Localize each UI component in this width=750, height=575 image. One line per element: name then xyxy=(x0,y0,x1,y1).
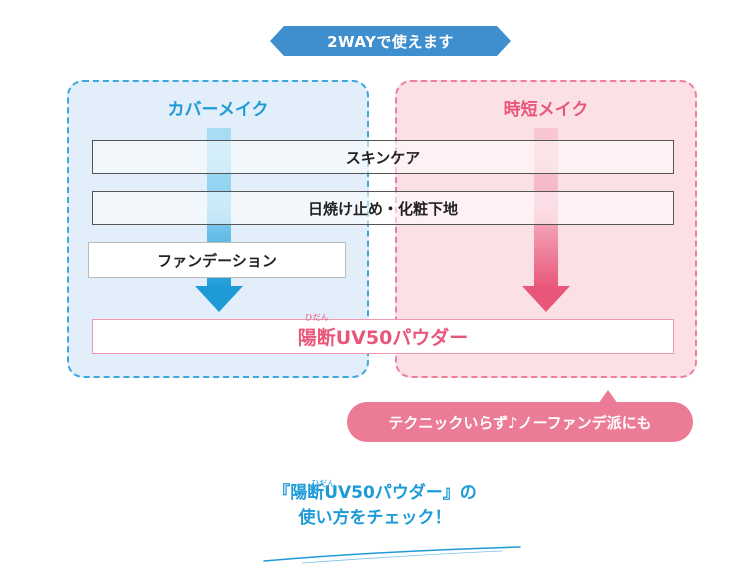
heading-kanji-text: 陽断 xyxy=(290,483,325,503)
banner-shape xyxy=(270,26,511,56)
step-skincare: スキンケア xyxy=(92,140,674,174)
heading-line-2: 使い方をチェック！ xyxy=(298,508,452,528)
how-to-use-heading: 『ひだん陽断UV50パウダー』の 使い方をチェック！ xyxy=(200,479,550,531)
no-foundation-callout: テクニックいらず♪ノーファンデ派にも xyxy=(347,402,693,442)
callout-tip-icon xyxy=(598,390,618,404)
step-foundation: ファンデーション xyxy=(88,242,346,278)
callout-text: テクニックいらず♪ノーファンデ派にも xyxy=(388,413,652,432)
step-foundation-label: ファンデーション xyxy=(157,251,277,270)
heading-kanji: ひだん陽断 xyxy=(290,479,335,506)
powder-ruby: ひだん xyxy=(304,313,329,322)
powder-kanji: ひだん 陽断 xyxy=(297,313,336,350)
heading-line-1: 『ひだん陽断UV50パウダー』の xyxy=(200,479,550,506)
underline-swoosh xyxy=(263,546,521,564)
cover-arrow-down-icon xyxy=(195,286,243,312)
step-sunscreen-base-label: 日焼け止め・化粧下地 xyxy=(307,199,458,218)
banner-text: 2WAYで使えます xyxy=(327,32,454,51)
powder-name: UV50パウダー xyxy=(335,327,469,349)
heading-ruby: ひだん xyxy=(311,479,336,488)
usage-banner: 2WAYで使えます xyxy=(270,26,511,56)
heading-line-1-rest: UV50パウダー』の xyxy=(324,483,477,503)
cover-make-title: カバーメイク xyxy=(167,100,269,120)
powder-kanji-text: 陽断 xyxy=(297,327,336,349)
quick-arrow-down-icon xyxy=(522,286,570,312)
step-sunscreen-base: 日焼け止め・化粧下地 xyxy=(92,191,674,225)
step-powder: ひだん 陽断 UV50パウダー xyxy=(92,313,674,354)
quick-make-title: 時短メイク xyxy=(503,100,589,120)
heading-bracket: 『 xyxy=(273,483,291,503)
step-skincare-label: スキンケア xyxy=(345,148,421,167)
